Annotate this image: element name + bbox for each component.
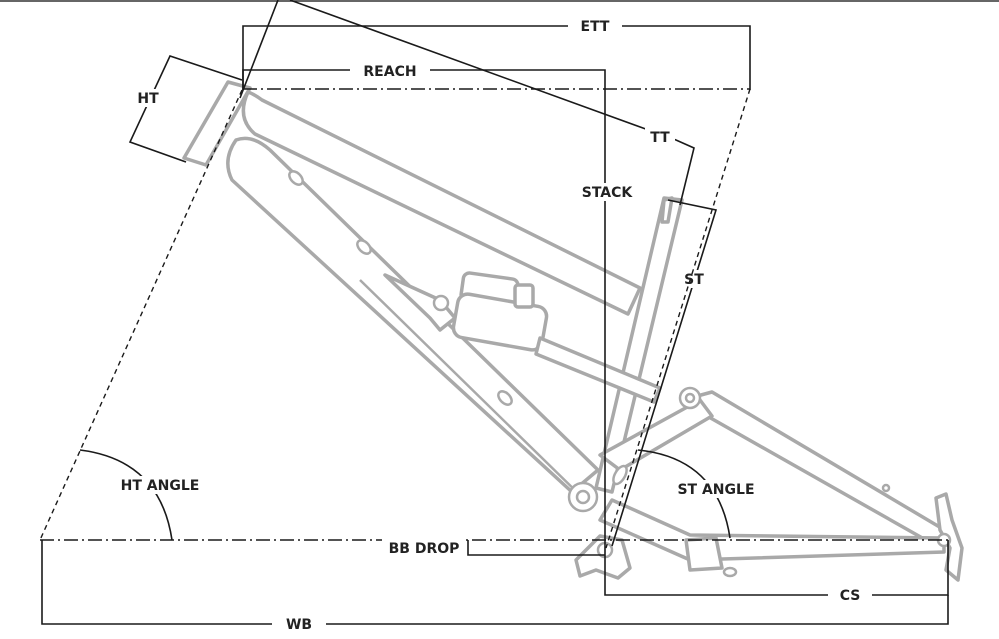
st-angle-arc: [637, 449, 731, 539]
cs-dimension: [604, 540, 949, 596]
label-bb-drop: BB DROP: [389, 541, 460, 557]
label-st: ST: [684, 272, 704, 288]
label-reach: REACH: [363, 64, 416, 80]
cable-guide: [612, 464, 628, 486]
bottle-boss-3: [497, 390, 513, 406]
seat-stay: [688, 390, 950, 550]
chainstay-bolt: [722, 566, 738, 578]
bottle-boss-2: [356, 239, 372, 255]
wb-dimension: [41, 540, 949, 625]
chain-stay-clamp: [684, 536, 724, 572]
seat-collar: [660, 196, 674, 224]
label-st-angle: ST ANGLE: [677, 482, 754, 498]
label-tt: TT: [650, 130, 670, 146]
label-ht: HT: [137, 91, 159, 107]
steering-axis-line: [39, 89, 243, 541]
label-ett: ETT: [581, 19, 610, 35]
top-tube: [241, 90, 642, 316]
label-stack: STACK: [582, 185, 634, 201]
brake-mount: [881, 483, 891, 493]
bottle-boss-1: [288, 170, 304, 186]
label-cs: CS: [840, 588, 861, 604]
rear-shock: [451, 271, 662, 404]
down-tube-inner-line: [359, 279, 586, 501]
ht-angle-arc: [79, 449, 173, 541]
st-dimension: [611, 199, 718, 547]
seat-angle-line: [605, 88, 751, 549]
head-tube-axis: [239, 0, 279, 99]
seat-tube: [594, 196, 684, 494]
label-ht-angle: HT ANGLE: [121, 478, 200, 494]
bb-drop-dimension: [467, 540, 605, 556]
rocker-link: [383, 273, 457, 332]
tt-dimension: [289, 0, 695, 206]
ett-dimension: [242, 25, 751, 90]
seat-stay-lower: [598, 398, 714, 472]
dimension-lines: [39, 0, 950, 633]
dimension-labels: ETT REACH HT TT STACK ST HT ANGLE ST ANG…: [121, 19, 861, 633]
shock-mount: [432, 294, 450, 312]
label-wb: WB: [286, 617, 312, 633]
bike-frame: [182, 80, 964, 582]
